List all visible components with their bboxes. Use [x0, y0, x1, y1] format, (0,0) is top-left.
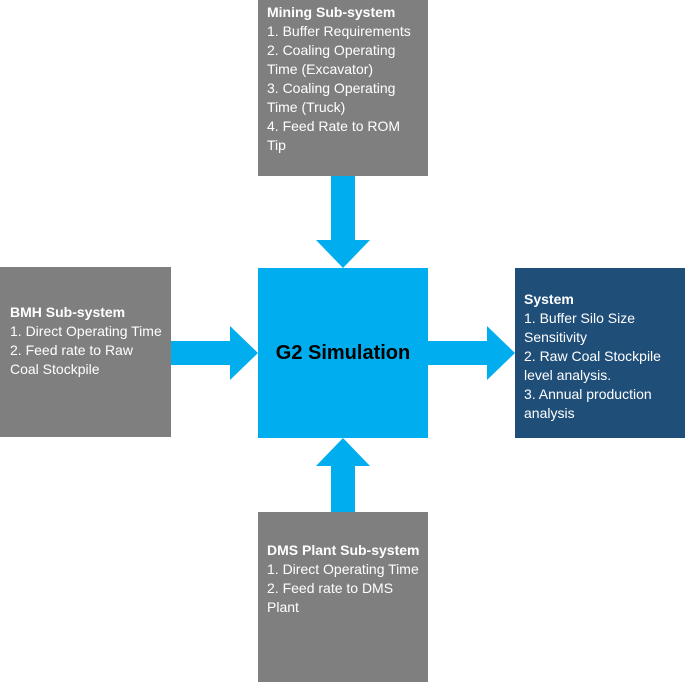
- arrow-dms-to-center: [316, 438, 370, 512]
- mining-item: 2. Coaling Operating Time (Excavator): [267, 42, 396, 77]
- bmh-subsystem-box: BMH Sub-system 1. Direct Operating Time …: [0, 267, 171, 437]
- arrow-center-to-system: [428, 326, 515, 380]
- arrow-bmh-to-center: [171, 326, 258, 380]
- system-item: 3. Annual production analysis: [524, 386, 652, 421]
- dms-item: 2. Feed rate to DMS Plant: [267, 580, 394, 615]
- mining-subsystem-box: Mining Sub-system 1. Buffer Requirements…: [258, 0, 428, 176]
- mining-item: 4. Feed Rate to ROM Tip: [267, 118, 401, 153]
- mining-item: 3. Coaling Operating Time (Truck): [267, 80, 396, 115]
- system-item: 1. Buffer Silo Size Sensitivity: [524, 310, 636, 345]
- dms-plant-subsystem-title: DMS Plant Sub-system: [267, 542, 420, 558]
- system-box: System 1. Buffer Silo Size Sensitivity 2…: [515, 268, 685, 438]
- bmh-subsystem-title: BMH Sub-system: [10, 304, 126, 320]
- system-item: 2. Raw Coal Stockpile level analysis.: [524, 348, 661, 383]
- arrow-mining-to-center: [316, 176, 370, 268]
- bmh-item: 2. Feed rate to Raw Coal Stockpile: [10, 342, 133, 377]
- g2-simulation-box: G2 Simulation: [258, 268, 428, 438]
- dms-item: 1. Direct Operating Time: [267, 561, 419, 577]
- mining-subsystem-title: Mining Sub-system: [267, 4, 396, 20]
- dms-plant-subsystem-box: DMS Plant Sub-system 1. Direct Operating…: [258, 512, 428, 682]
- g2-simulation-label: G2 Simulation: [275, 341, 411, 364]
- bmh-item: 1. Direct Operating Time: [10, 323, 162, 339]
- system-title: System: [524, 291, 574, 307]
- mining-item: 1. Buffer Requirements: [267, 23, 411, 39]
